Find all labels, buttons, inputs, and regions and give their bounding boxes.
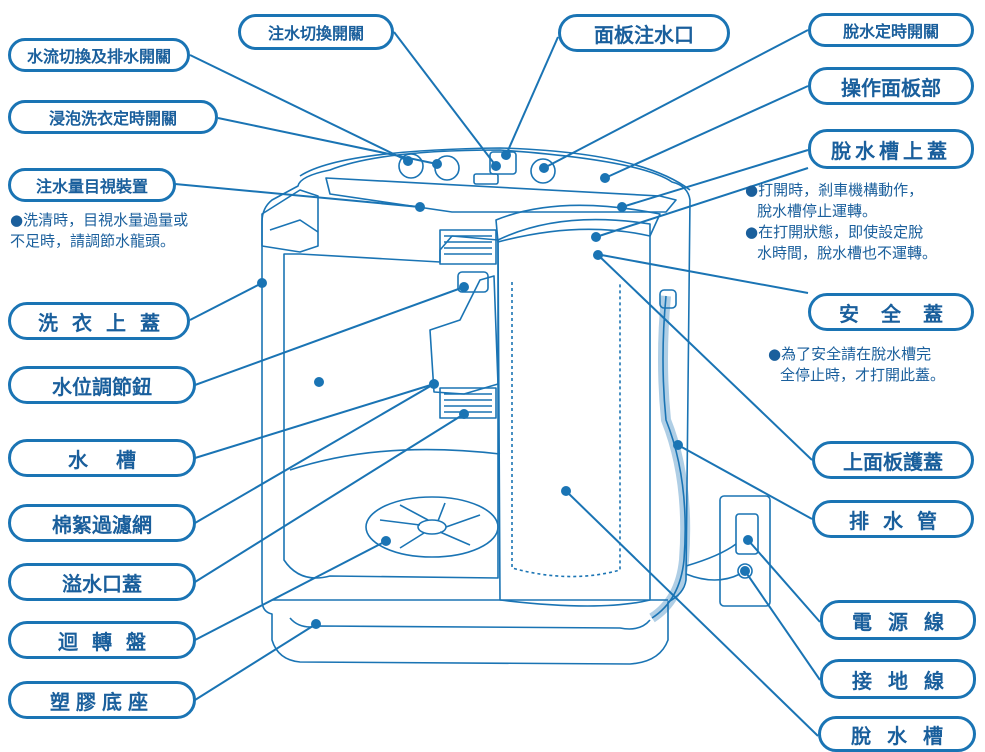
label-water-gauge: 注水量目視裝置 xyxy=(8,168,176,202)
note-spin-lid-line4: 水時間，脫水槽也不運轉。 xyxy=(757,244,938,262)
label-overflow-cover: 溢水口蓋 xyxy=(8,563,196,601)
base-shape xyxy=(272,599,668,630)
label-safety-lid: 安全蓋 xyxy=(808,293,974,331)
note-safety-line2: 全停止時，才打開此蓋。 xyxy=(780,366,946,384)
note-water-gauge: ●洗清時，目視水量過量或 不足時，請調節水龍頭。 xyxy=(10,210,188,252)
note-spin-lid-line3: ●在打開狀態，即使設定脫 xyxy=(745,223,924,241)
label-control-panel: 操作面板部 xyxy=(808,67,974,105)
wall-outlet xyxy=(719,495,771,607)
top-deck xyxy=(299,147,691,191)
note-safety-lid: ●為了安全請在脫水槽完 全停止時，才打開此蓋。 xyxy=(768,344,945,386)
drain-hose-shape xyxy=(649,295,691,623)
note-safety-line1: ●為了安全請在脫水槽完 xyxy=(768,345,932,363)
leader-lines xyxy=(174,29,821,737)
label-flow-drain-switch: 水流切換及排水開關 xyxy=(8,38,190,72)
label-wash-lid: 洗衣上蓋 xyxy=(8,302,190,340)
note-spin-lid: ●打開時，剎車機構動作， 脫水槽停止運轉。 ●在打開狀態，即使設定脫 水時間，脫… xyxy=(745,180,937,264)
label-panel-inlet: 面板注水口 xyxy=(558,14,730,52)
label-pulsator: 迴轉盤 xyxy=(8,621,196,659)
label-soak-timer: 浸泡洗衣定時開關 xyxy=(8,100,218,134)
spin-tub-shape xyxy=(497,218,651,607)
note-spin-lid-line1: ●打開時，剎車機構動作， xyxy=(745,181,924,199)
knob-1 xyxy=(398,153,424,179)
label-spin-tub: 脫水槽 xyxy=(818,716,976,752)
label-wash-tub: 水槽 xyxy=(8,439,196,477)
label-base: 塑膠底座 xyxy=(8,681,196,719)
callout-dots xyxy=(257,150,753,629)
label-drain-hose: 排水管 xyxy=(812,500,974,538)
washer-body-outline xyxy=(261,149,691,665)
label-water-switch: 注水切換開關 xyxy=(238,14,394,50)
label-ground-wire: 接地線 xyxy=(820,659,976,699)
label-power-cord: 電源線 xyxy=(820,600,976,640)
lint-filter-shape xyxy=(429,275,499,395)
label-upper-cover: 上面板護蓋 xyxy=(812,441,974,479)
note-spin-lid-line2: 脫水槽停止運轉。 xyxy=(757,202,878,220)
pulsator-shape xyxy=(365,496,499,558)
label-level-knob: 水位調節鈕 xyxy=(8,366,196,404)
label-spin-lid: 脫水槽上蓋 xyxy=(808,129,974,169)
wash-lid-shape xyxy=(261,189,319,253)
knob-3 xyxy=(530,158,556,184)
note-water-gauge-line1: ●洗清時，目視水量過量或 xyxy=(10,211,189,229)
label-spin-timer: 脫水定時開關 xyxy=(808,13,974,47)
label-lint-filter: 棉絮過濾網 xyxy=(8,504,196,542)
note-water-gauge-line2: 不足時，請調節水龍頭。 xyxy=(10,232,176,250)
